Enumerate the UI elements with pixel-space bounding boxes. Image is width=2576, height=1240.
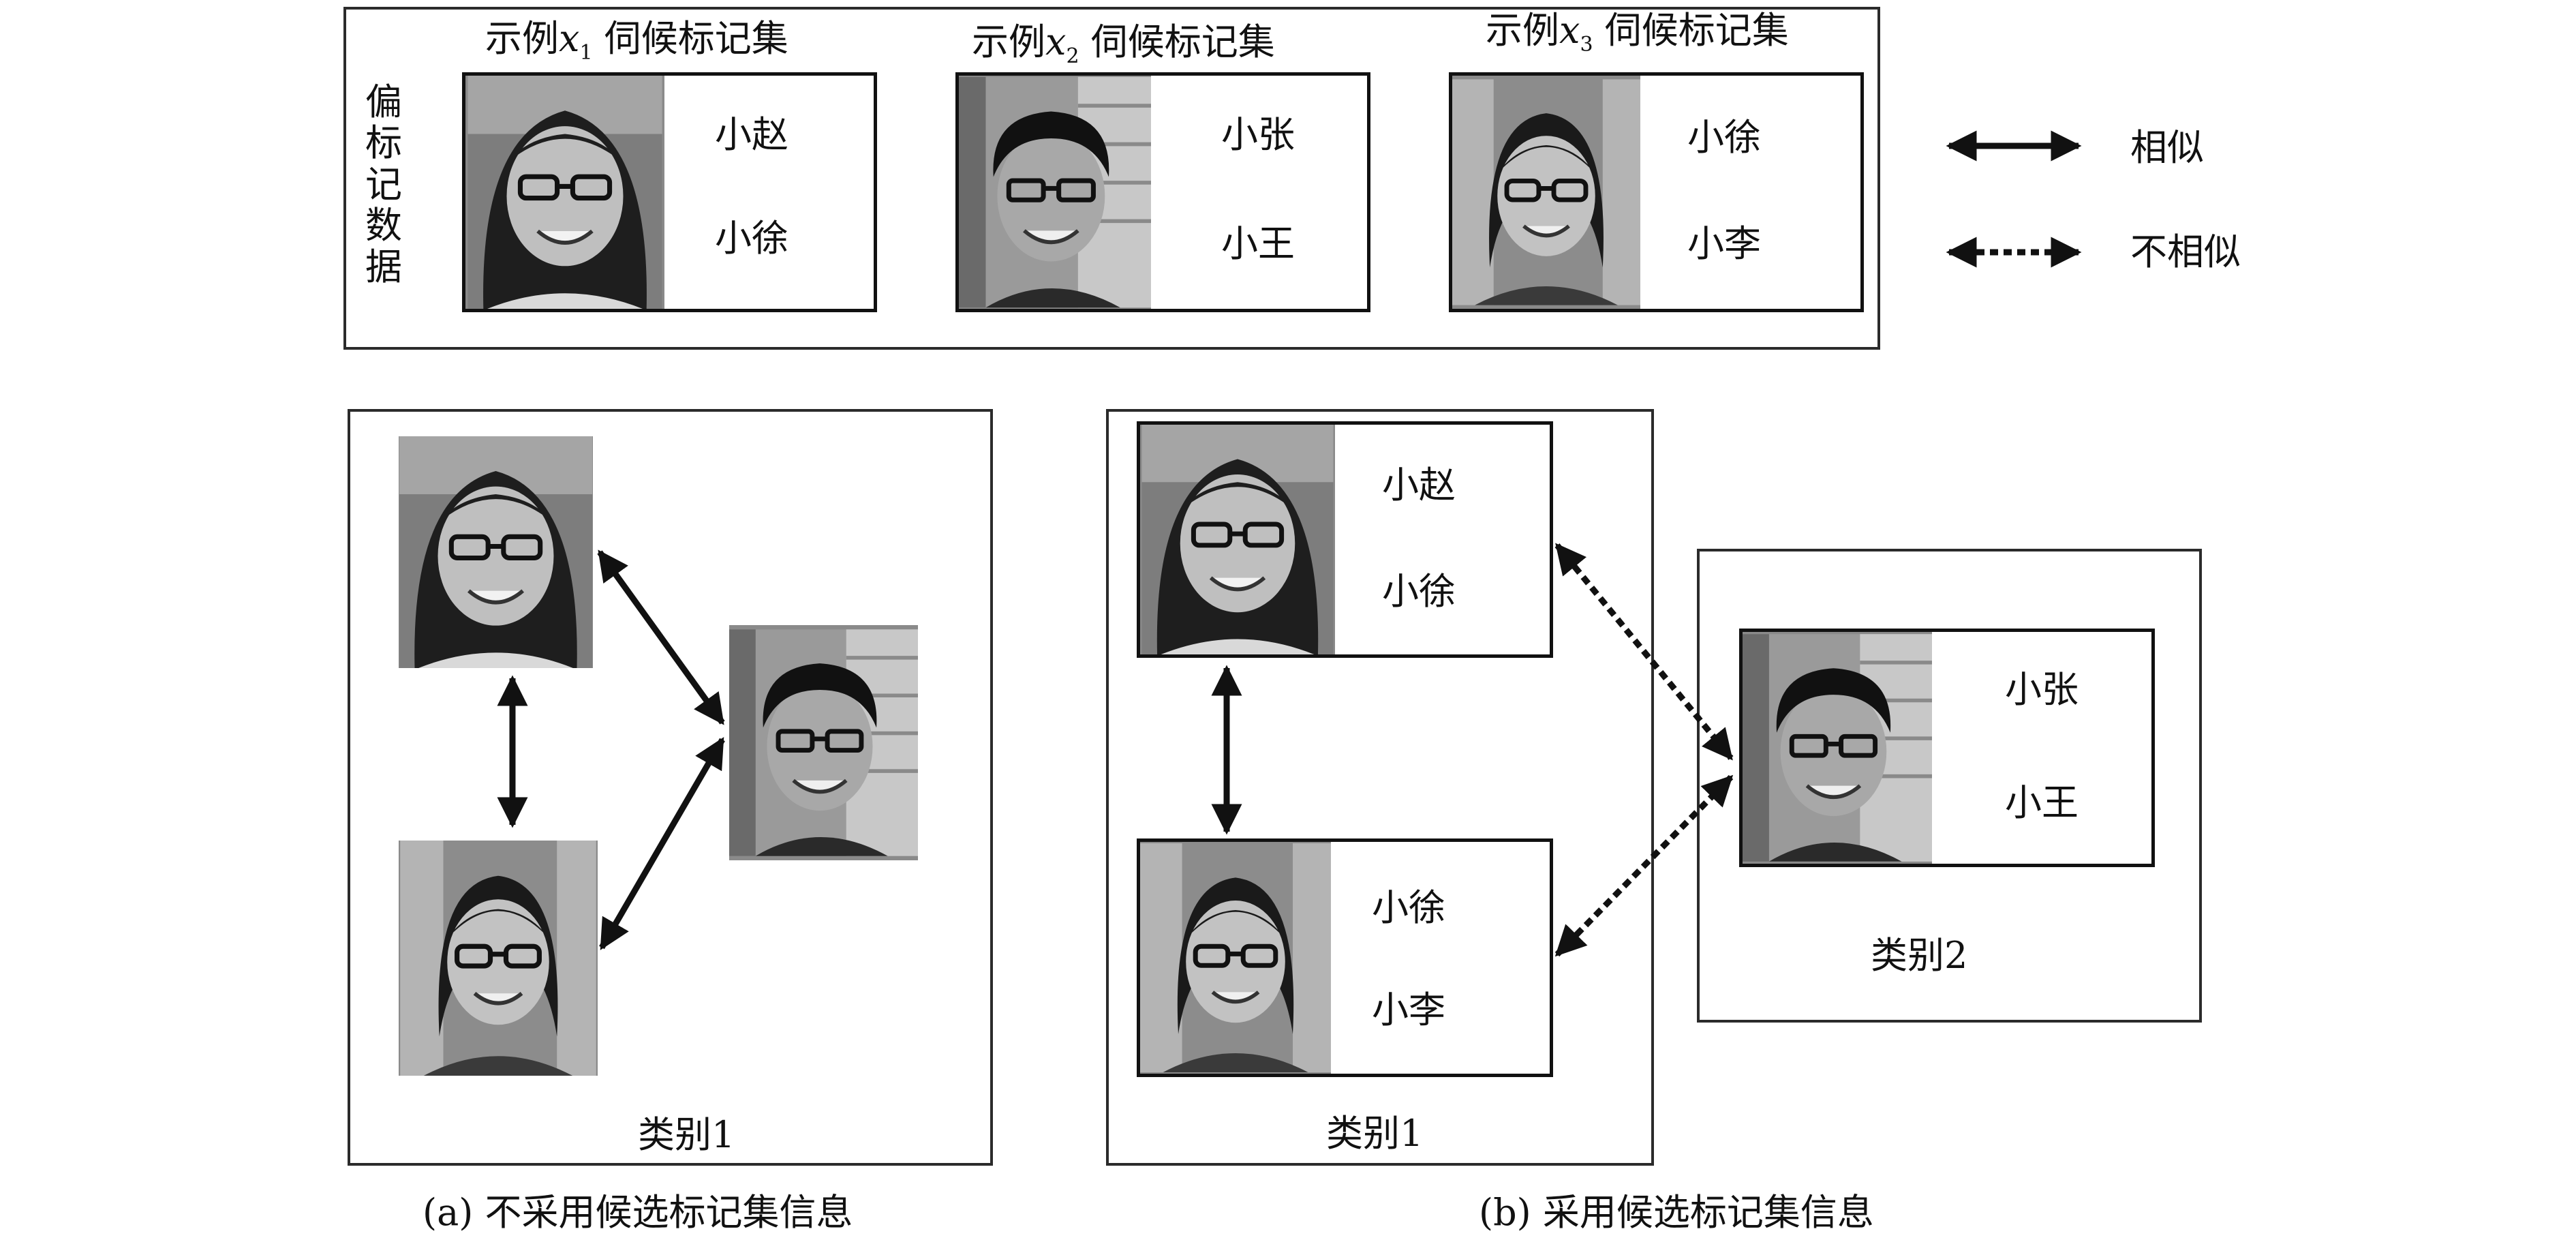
side-label-char: 偏	[365, 80, 402, 123]
candidate-label: 小徐	[1372, 886, 1445, 929]
title-var: x	[1045, 20, 1067, 63]
title-prefix: 示例	[485, 17, 559, 60]
instance-2-title: 示例x2 伺候标记集	[972, 24, 1275, 67]
candidate-label: 小徐	[1687, 116, 1761, 159]
face-2-image	[1743, 632, 1932, 864]
panel-b-class2-label: 类别2	[1871, 934, 1968, 977]
face-photo-1	[465, 76, 664, 309]
candidate-label: 小赵	[1382, 464, 1456, 506]
face-photo-3	[1452, 76, 1640, 309]
panel-b-caption: (b) 采用候选标记集信息	[1479, 1191, 1874, 1234]
instance-2-card: 小张 小王	[955, 72, 1370, 312]
side-label-char: 标	[365, 121, 402, 165]
panel-a-caption: (a) 不采用候选标记集信息	[423, 1191, 853, 1234]
title-suffix: 伺候标记集	[1079, 20, 1275, 63]
face-3-image	[1140, 842, 1331, 1074]
candidate-label: 小王	[2005, 781, 2079, 824]
title-suffix: 伺候标记集	[592, 17, 788, 60]
candidate-label: 小徐	[1382, 570, 1456, 613]
candidate-label: 小张	[1221, 113, 1295, 156]
candidate-label: 小王	[1221, 222, 1295, 265]
panel-a-class-label: 类别1	[638, 1113, 735, 1156]
candidate-label: 小徐	[715, 217, 788, 260]
legend-similar-label: 相似	[2130, 126, 2204, 169]
candidate-label: 小李	[1687, 222, 1761, 265]
face-2-image	[959, 76, 1151, 309]
instance-3-card: 小徐 小李	[1449, 72, 1864, 312]
candidate-label: 小李	[1372, 988, 1445, 1031]
instance-1-title: 示例x1 伺候标记集	[485, 20, 788, 63]
panel-b-card-1: 小赵 小徐	[1137, 421, 1553, 658]
panel-b-class1-label: 类别1	[1326, 1112, 1424, 1155]
title-var: x	[1559, 9, 1580, 52]
title-suffix: 伺候标记集	[1593, 9, 1789, 52]
panel-b-card-3: 小张 小王	[1739, 629, 2155, 867]
face-1-image	[1140, 425, 1335, 654]
title-prefix: 示例	[972, 20, 1045, 63]
title-sub: 3	[1580, 32, 1593, 57]
legend-dissimilar-label: 不相似	[2130, 230, 2241, 273]
face-3-image	[1452, 76, 1640, 309]
side-label-char: 记	[365, 162, 402, 206]
panel-a-face-1	[399, 436, 593, 668]
panel-b-card-2: 小徐 小李	[1137, 838, 1553, 1077]
face-photo-2	[1743, 632, 1932, 864]
face-1-image	[465, 76, 664, 309]
instance-1-card: 小赵 小徐	[462, 72, 877, 312]
face-photo-3	[1140, 842, 1331, 1074]
title-sub: 2	[1066, 44, 1079, 68]
panel-a-face-2	[729, 625, 918, 860]
instance-3-title: 示例x3 伺候标记集	[1486, 12, 1789, 55]
face-3-image	[399, 841, 598, 1076]
title-prefix: 示例	[1486, 9, 1559, 52]
title-sub: 1	[579, 40, 593, 65]
candidate-label: 小赵	[715, 113, 788, 156]
face-photo-1	[1140, 425, 1335, 654]
side-label-char: 据	[365, 245, 402, 288]
candidate-label: 小张	[2005, 668, 2079, 711]
title-var: x	[559, 17, 580, 60]
face-2-image	[729, 625, 918, 860]
partial-label-data-title: 偏 标 记 数 据	[363, 80, 404, 288]
face-photo-2	[959, 76, 1151, 309]
side-label-char: 数	[365, 204, 402, 247]
face-1-image	[399, 436, 593, 668]
panel-a-face-3	[399, 841, 598, 1076]
